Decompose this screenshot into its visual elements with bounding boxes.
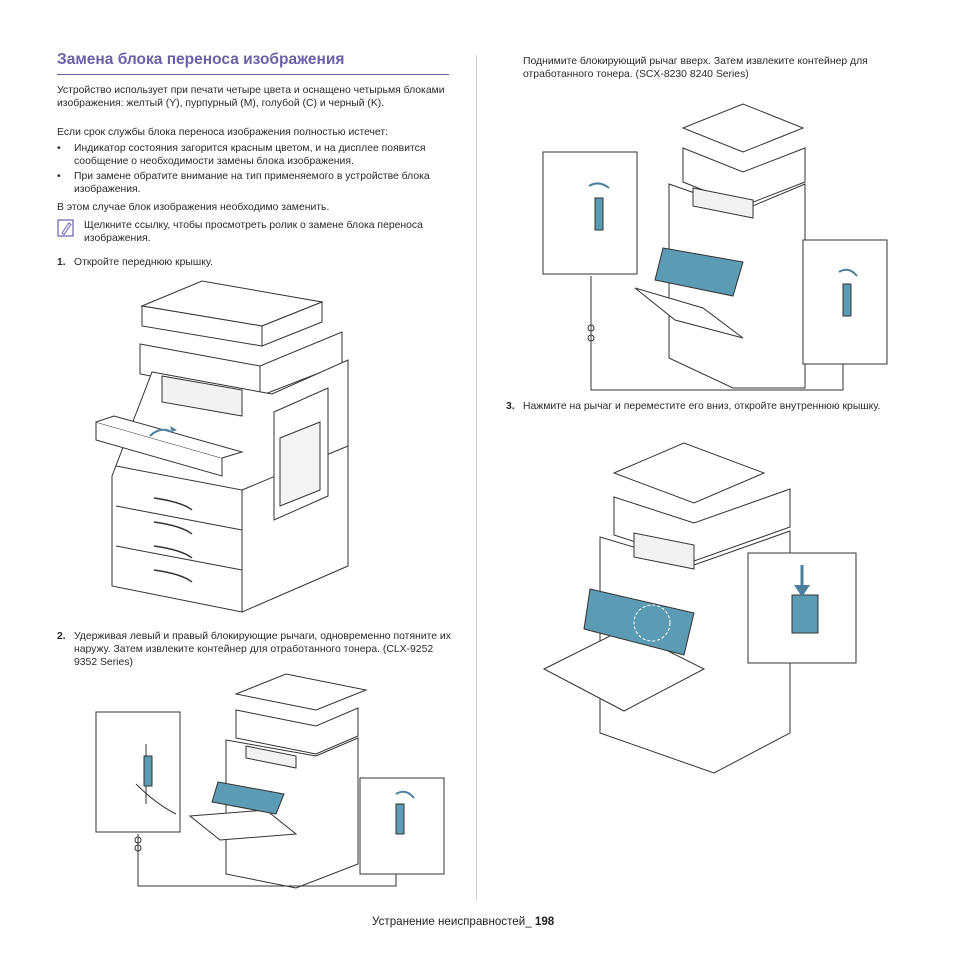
inner-cover-illustration	[542, 442, 857, 774]
waste-toner-scx-illustration	[542, 103, 888, 391]
intro-paragraph: Устройство использует при печати четыре …	[57, 85, 445, 109]
bullet-item: Индикатор состояния загорится красным цв…	[74, 143, 426, 167]
step-number: 1.	[57, 257, 66, 268]
bullet-marker: •	[57, 171, 61, 182]
step-number: 2.	[57, 631, 66, 642]
column-divider	[476, 55, 477, 900]
waste-toner-removal-illustration	[95, 673, 445, 889]
footer-section-title: Устранение неисправностей	[372, 915, 526, 928]
title-underline	[57, 74, 449, 75]
note-icon	[57, 219, 74, 237]
step-text: Нажмите на рычаг и переместите его вниз,…	[523, 401, 881, 412]
bullet-marker: •	[57, 143, 61, 154]
page-footer: Устранение неисправностей_ 198	[372, 915, 554, 928]
step-number: 3.	[506, 401, 515, 412]
step-text: Поднимите блокирующий рычаг вверх. Затем…	[523, 56, 868, 80]
replace-paragraph: В этом случае блок изображения необходим…	[57, 202, 330, 213]
video-link-text[interactable]: Щелкните ссылку, чтобы просмотреть ролик…	[84, 220, 423, 244]
step-text: Откройте переднюю крышку.	[74, 257, 213, 268]
bullet-item: При замене обратите внимание на тип прим…	[74, 171, 430, 195]
printer-front-cover-illustration	[95, 280, 349, 613]
page-number: 198	[534, 915, 555, 928]
page-title: Замена блока переноса изображения	[57, 51, 345, 68]
condition-paragraph: Если срок службы блока переноса изображе…	[57, 127, 389, 138]
footer-separator: _	[525, 915, 535, 928]
step-text: Удерживая левый и правый блокирующие рыч…	[74, 631, 451, 668]
